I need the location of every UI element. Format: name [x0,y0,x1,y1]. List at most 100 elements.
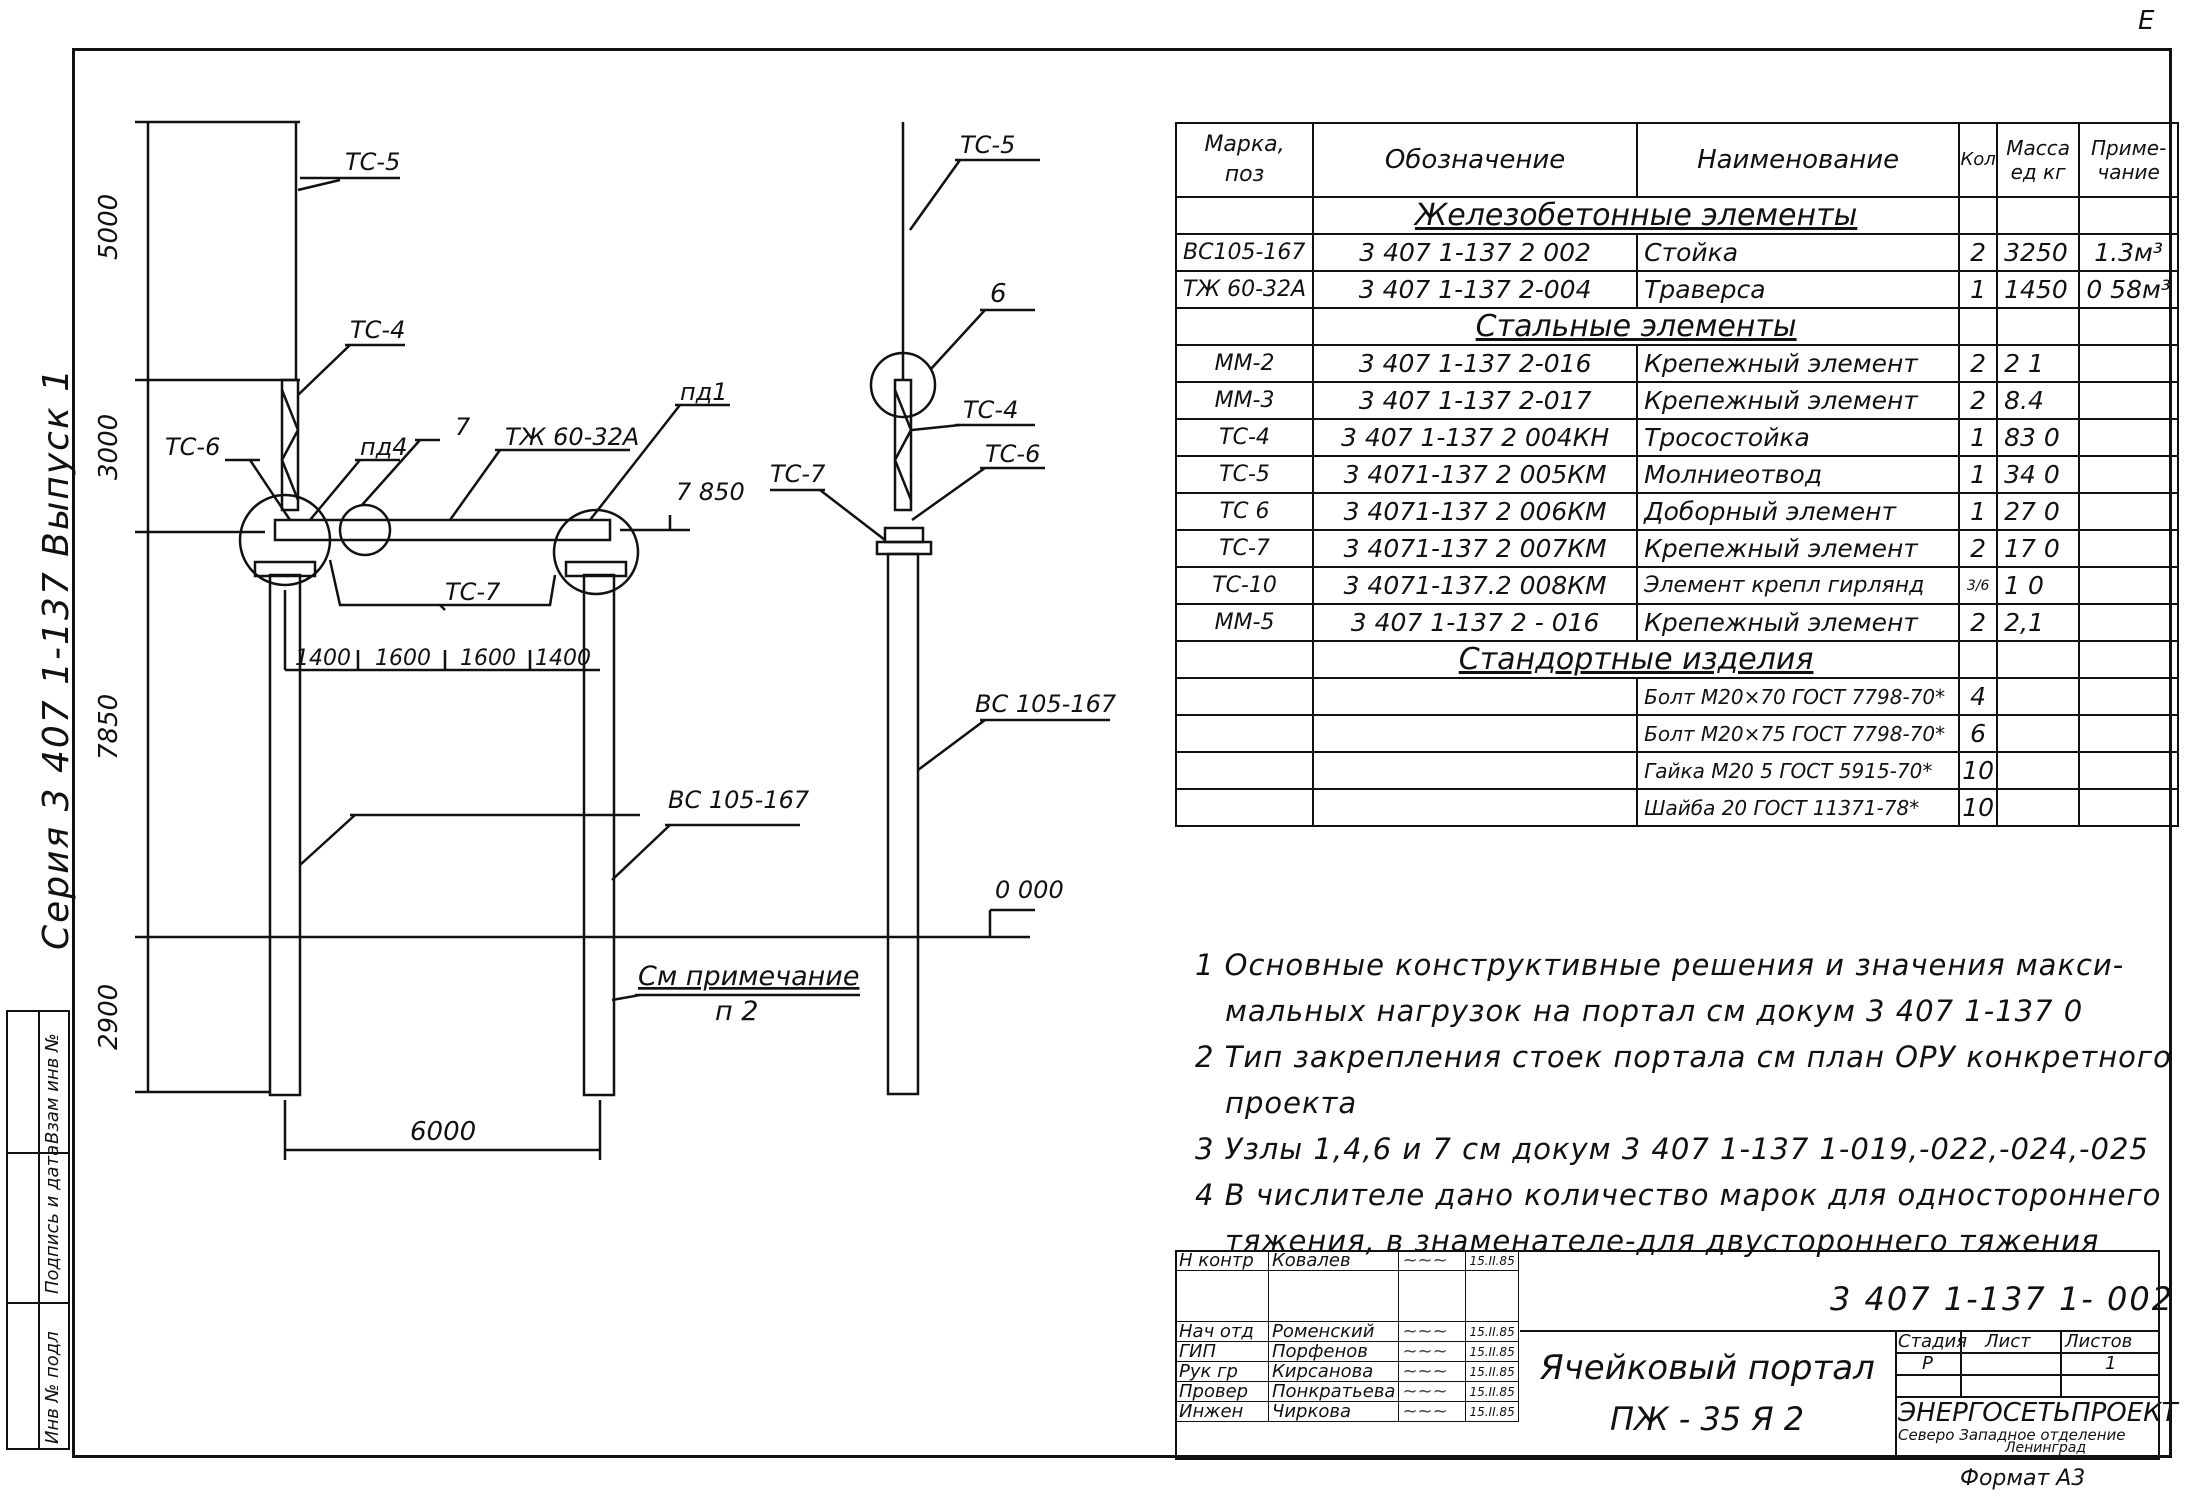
table-cell: 3 407 1-137 2-017 [1312,381,1639,420]
table-cell: 83 0 [1996,418,2081,457]
table-cell: ВС105-167 [1174,233,1315,272]
doc-code: 3 407 1-137 1- 002 [1830,1280,2175,1318]
table-cell: 3 4071-137 2 006КМ [1312,492,1639,531]
hdr-designation: Обозначение [1312,122,1639,198]
table-cell: ТЖ 60-32А [1174,270,1315,309]
table-cell: 3/6 [1958,566,1999,605]
sheets-value: 1 [2105,1353,2117,1374]
general-notes: 1 Основные конструктивные решения и знач… [1195,942,2172,1264]
hdr-qty: Кол [1958,122,1999,198]
note-line: 1 Основные конструктивные решения и знач… [1195,948,2125,982]
table-cell: Нач отд [1175,1321,1269,1342]
table-cell: Рук гр [1175,1361,1269,1382]
side-label-tc6: ТС-6 [985,440,1040,468]
note-line: проекта [1225,1086,1358,1120]
table-cell: Траверса [1636,270,1961,309]
table-cell: Роменский [1267,1321,1400,1342]
title-line2: ПЖ - 35 Я 2 [1610,1400,1805,1438]
dim-1600-a: 1600 [375,646,431,671]
table-cell: 2 [1958,381,1999,420]
note-line: 4 В числителе дано количество марок для … [1195,1178,2162,1212]
table-cell: Провер [1175,1381,1269,1402]
org-name: ЭНЕРГОСЕТЬПРОЕКТ [1898,1398,2178,1428]
hdr-mark: Марка, поз [1174,122,1315,198]
table-cell: Кирсанова [1267,1361,1400,1382]
table-cell: Порфенов [1267,1341,1400,1362]
title-line1: Ячейковый портал [1540,1348,1875,1388]
label-bc-front: ВС 105-167 [668,786,810,814]
table-cell: 2 1 [1996,344,2081,383]
org-branch: Северо Западное отделение [1898,1426,2126,1444]
section-std: Стандортные изделия [1312,640,1961,679]
dim-1400-a: 1400 [295,646,351,671]
side-label-tc4: ТС-4 [963,396,1018,424]
note-line: 2 Тип закрепления стоек портала см план … [1195,1040,2172,1074]
top-mark: E [2138,6,2155,36]
table-cell: Крепежный элемент [1636,344,1961,383]
label-uz1: пд1 [680,378,728,406]
table-cell: 10 [1958,751,1999,790]
org-city: Ленинград [2005,1440,2087,1456]
label-7: 7 [455,413,471,441]
note-line: мальных нагрузок на портал см докум 3 40… [1225,994,2084,1028]
table-cell: 6 [1958,714,1999,753]
table-cell: 1 [1958,270,1999,309]
dim-2900: 2900 [94,984,124,1050]
table-cell: 15.II.85 [1465,1401,1519,1422]
label-tzh: ТЖ 60-32А [505,423,639,451]
table-cell: Стойка [1636,233,1961,272]
table-cell: 2,1 [1996,603,2081,642]
table-cell: 15.II.85 [1465,1341,1519,1362]
label-uz4: пд4 [360,433,408,461]
table-cell: 34 0 [1996,455,2081,494]
table-cell: 3 4071-137 2 007КМ [1312,529,1639,568]
side-label-tc7: ТС-7 [770,460,826,488]
table-cell: ТС-7 [1174,529,1315,568]
dim-1600-b: 1600 [460,646,516,671]
table-cell: 1 0 [1996,566,2081,605]
label-tc5: ТС-5 [345,148,400,176]
table-cell: 3 407 1-137 2-016 [1312,344,1639,383]
side-label-bc: ВС 105-167 [975,690,1117,718]
table-cell: Крепежный элемент [1636,529,1961,568]
table-cell: Элемент крепл гирлянд [1636,566,1961,605]
table-cell: 3 4071-137.2 008КМ [1312,566,1639,605]
dim-1400-b: 1400 [535,646,591,671]
table-cell: 1 [1958,455,1999,494]
table-cell: ММ-3 [1174,381,1315,420]
section-rc: Железобетонные элементы [1312,196,1961,235]
label-elev-7850: 7 850 [676,478,745,506]
specification-table: Марка, поз Обозначение Наименование Кол … [1174,122,2180,827]
sheets-label: Листов [2065,1331,2133,1352]
dim-3000: 3000 [94,414,124,480]
table-cell: 10 [1958,788,1999,827]
table-cell: 2 [1958,603,1999,642]
portal-drawing: 5000 3000 7850 2900 ТС-5 ТС-4 ТС-6 пд4 7… [94,120,1117,1160]
table-cell: Крепежный элемент [1636,381,1961,420]
table-cell: ТС-4 [1174,418,1315,457]
dim-5000: 5000 [94,194,124,260]
hdr-name: Наименование [1636,122,1961,198]
table-cell: 15.II.85 [1465,1361,1519,1382]
table-cell: ТС 6 [1174,492,1315,531]
label-note-n: п 2 [715,996,758,1027]
table-cell: ГИП [1175,1341,1269,1362]
table-cell: Инжен [1175,1401,1269,1422]
spec-header-row: Марка, поз Обозначение Наименование Кол … [1174,122,2180,198]
table-cell: Н контр [1175,1250,1269,1271]
stage-value: Р [1922,1353,1933,1374]
table-cell: Чиркова [1267,1401,1400,1422]
table-cell: ММ-2 [1174,344,1315,383]
dim-6000: 6000 [410,1117,476,1147]
table-cell: ТС-5 [1174,455,1315,494]
